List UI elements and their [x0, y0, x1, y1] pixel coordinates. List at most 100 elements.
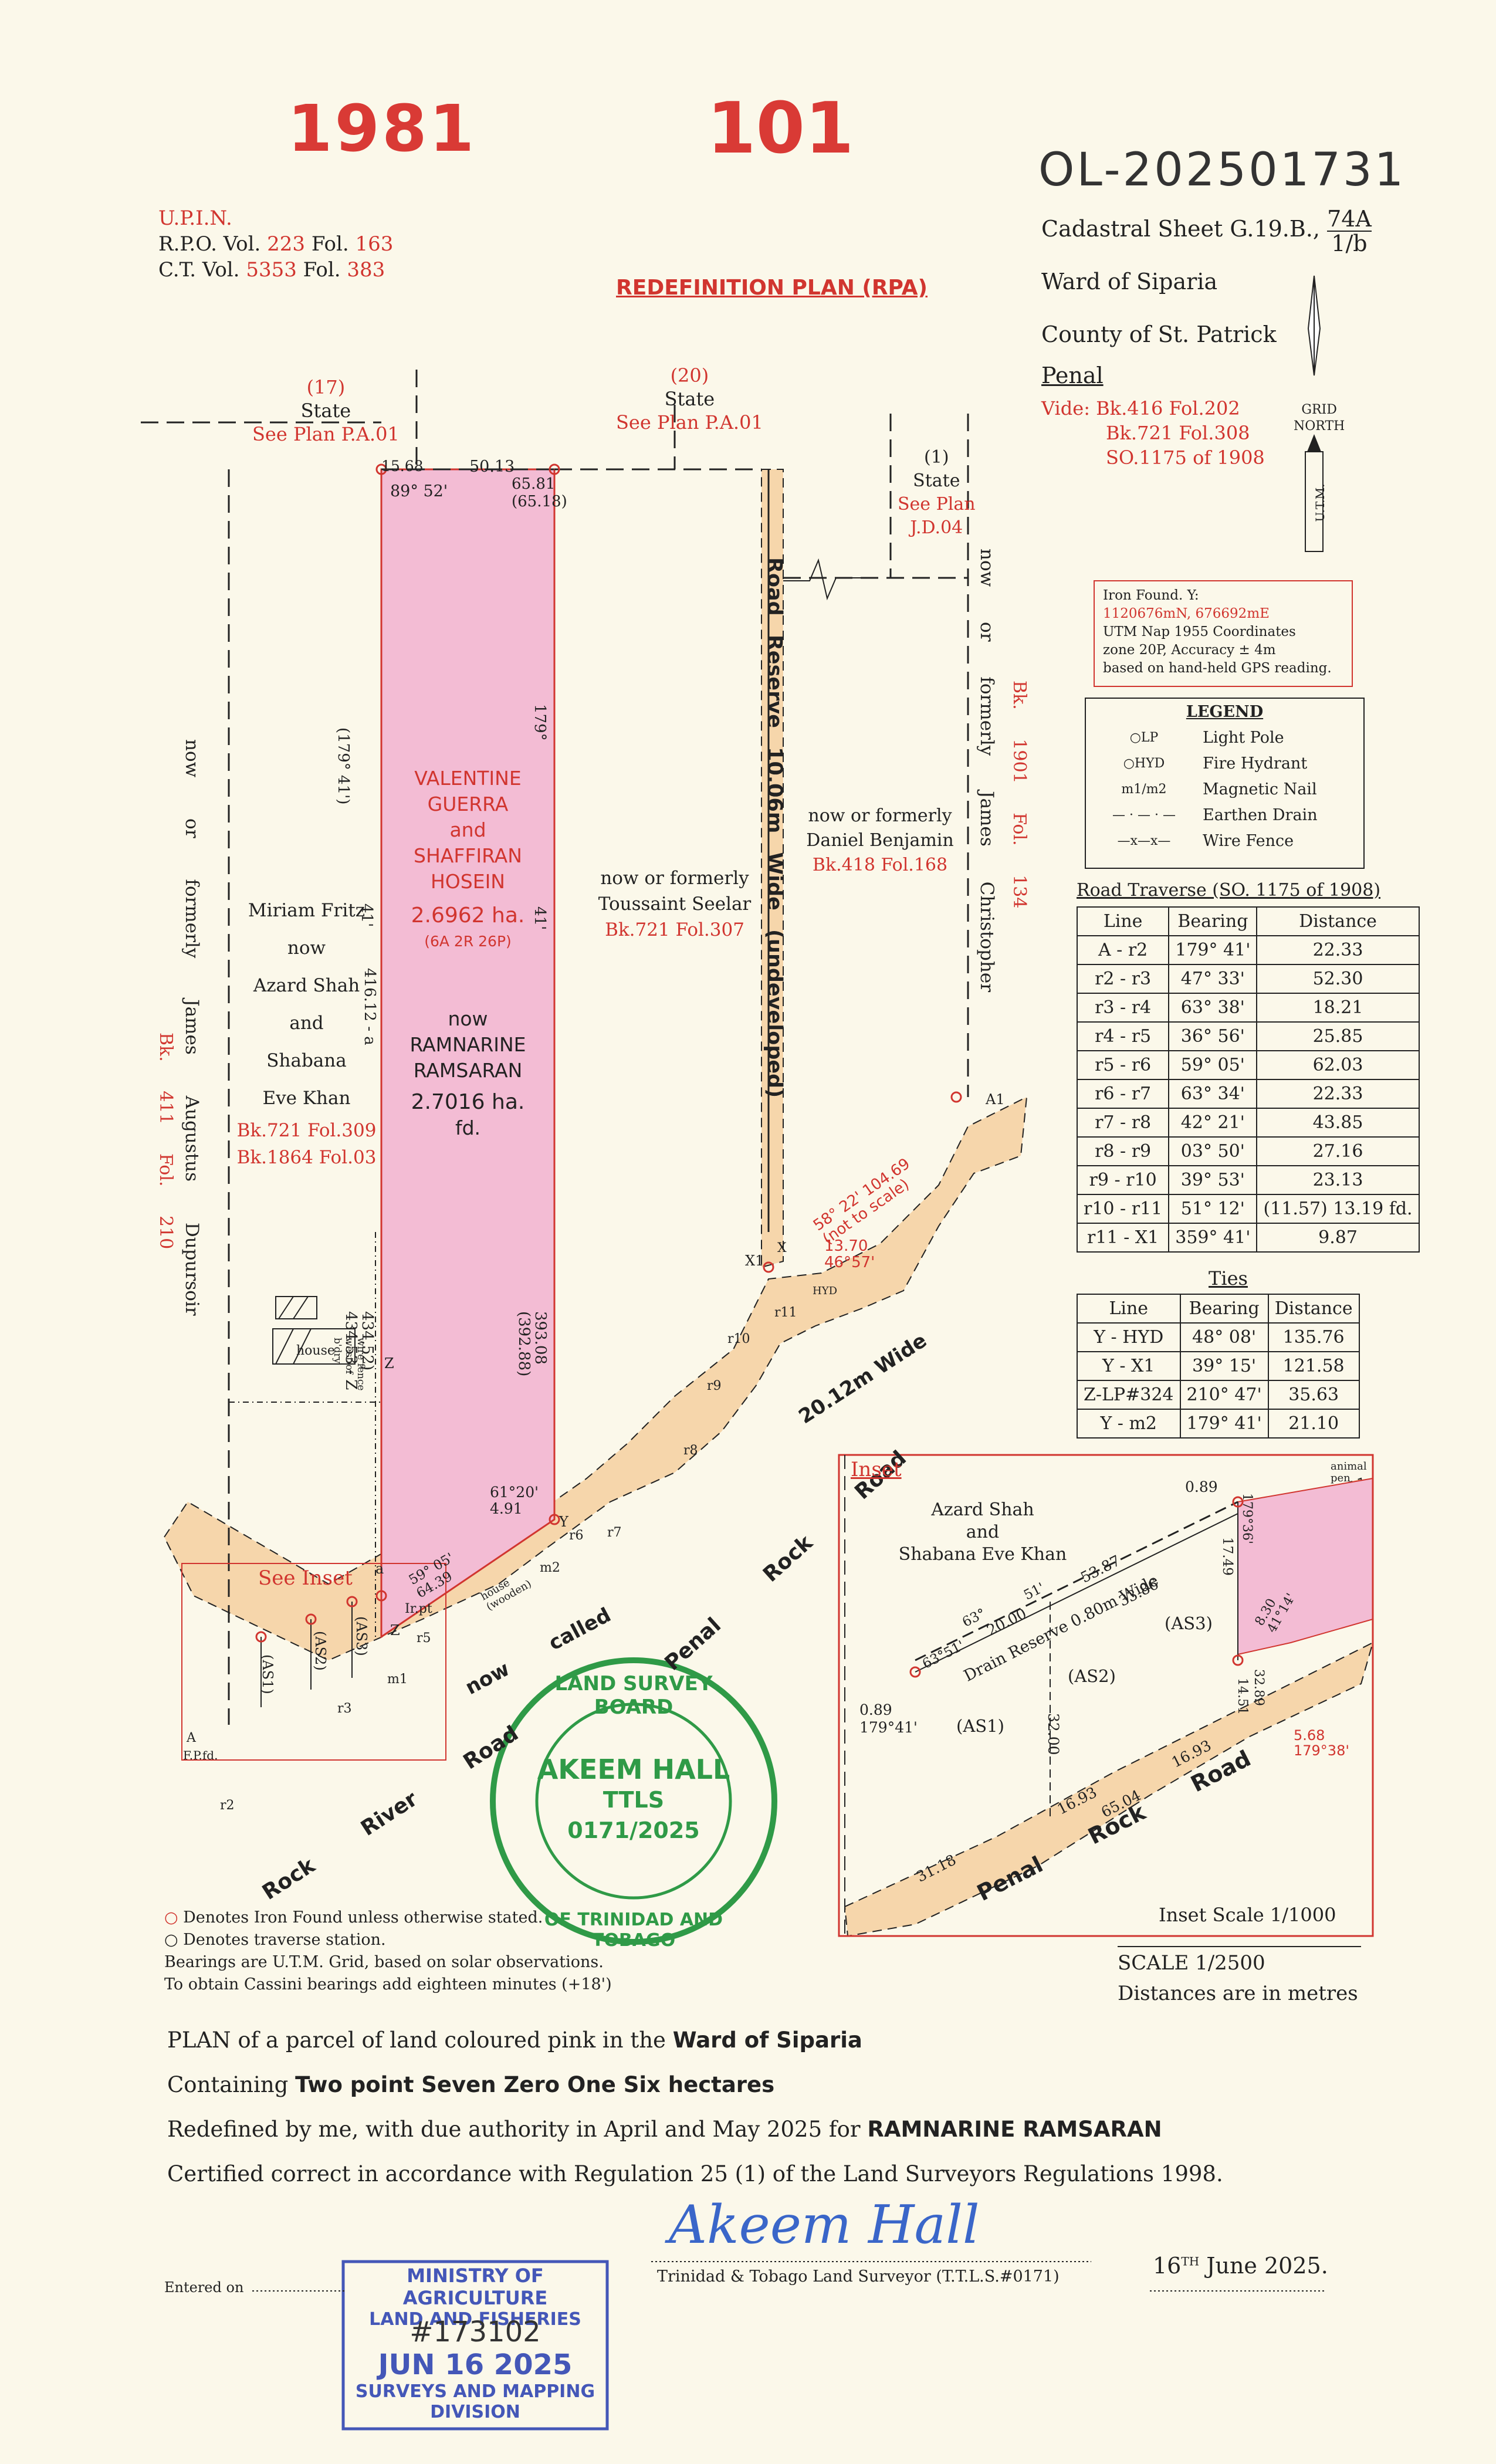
station-z-mid: Z — [384, 1355, 394, 1372]
station-a1: A1 — [986, 1091, 1005, 1108]
ch-e: Christopher — [976, 881, 997, 993]
right1: 393.08 — [532, 1311, 549, 1365]
station-r11: r11 — [774, 1305, 797, 1320]
angle-6120: 61°20'4.91 — [490, 1484, 539, 1517]
lot-1-label: (1) State See Plan J.D.04 — [898, 446, 976, 540]
ties-header: Distance — [1267, 1294, 1360, 1324]
as2-label: (AS2) — [312, 1631, 329, 1671]
traverse-cell: 22.33 — [1256, 1079, 1420, 1109]
traverse-cell: 63° 34' — [1168, 1079, 1258, 1109]
owner-2: GUERRA — [427, 793, 509, 815]
inset-owner: Azard Shah and Shabana Eve Khan — [892, 1499, 1074, 1566]
traverse-cell: 23.13 — [1256, 1165, 1420, 1195]
west-l5: Shabana — [266, 1050, 347, 1071]
station-r7: r7 — [607, 1525, 622, 1540]
sheet-denominator: 1/b — [1331, 230, 1368, 256]
ties-title: Ties — [1209, 1267, 1248, 1289]
inset-frame — [838, 1454, 1374, 1937]
blue-l2: LAND AND FISHERIES — [369, 2309, 581, 2330]
dim-6581-a: 65.81 — [512, 475, 556, 493]
vide-3: SO.1175 of 1908 — [1106, 446, 1265, 469]
inset-owner-2: and — [966, 1522, 1000, 1542]
roads — [163, 469, 1028, 1661]
grid-label: GRID — [1301, 402, 1337, 417]
house-label: house — [296, 1343, 335, 1358]
ch-b: or — [976, 622, 997, 642]
west-bk2: Bk.1864 Fol.03 — [236, 1147, 377, 1168]
station-m1: m1 — [387, 1672, 408, 1687]
parcel-new-owner: now RAMNARINE RAMSARAN 2.7016 ha. fd. — [381, 1006, 554, 1141]
owner-3: and — [449, 818, 486, 841]
see-inset-box — [181, 1563, 446, 1761]
dim-6581-b: (65.18) — [512, 493, 567, 510]
solid-lines — [381, 468, 868, 601]
traverse-cell: 63° 38' — [1168, 993, 1258, 1023]
inset-d1451: 14.51 — [1235, 1678, 1250, 1715]
ties-cell: 179° 41' — [1179, 1409, 1269, 1439]
vide-block: Vide: Bk.416 Fol.202 Bk.721 Fol.308 SO.1… — [1041, 396, 1265, 470]
parcel-area-2: 2.7016 ha. — [411, 1090, 525, 1114]
road-reserve-shape — [761, 469, 784, 1268]
lot-17-label: (17) State See Plan P.A.01 — [252, 375, 400, 446]
traverse-cell: 42° 21' — [1168, 1108, 1258, 1138]
date-rest: June 2025. — [1206, 2253, 1328, 2279]
traverse-cell: 22.33 — [1256, 935, 1420, 965]
legend-symbol: ○LP — [1129, 730, 1159, 745]
traverse-cell: 179° 41' — [1168, 935, 1258, 965]
wv-c: formerly — [181, 879, 202, 959]
fol-label: Fol. — [311, 232, 349, 256]
daniel-l2: Daniel Benjamin — [806, 830, 954, 851]
west-l6: Eve Khan — [262, 1088, 351, 1109]
plan-title: REDEFINITION PLAN (RPA) — [616, 276, 928, 300]
ties-cell: Z-LP#324 — [1077, 1380, 1181, 1410]
dim-1568: 15.68 — [381, 458, 424, 475]
lot-20-label: (20) State See Plan P.A.01 — [616, 364, 763, 434]
inset-d3200: 32.00 — [1045, 1713, 1062, 1755]
traverse-cell: 25.85 — [1256, 1021, 1420, 1051]
station-y: Y — [559, 1514, 568, 1530]
traverse-cell: 359° 41' — [1168, 1223, 1258, 1253]
legend-label: Wire Fence — [1203, 831, 1294, 850]
ties-header: Bearing — [1179, 1294, 1269, 1324]
west-l3: Azard Shah — [253, 975, 360, 996]
cert-l2a: Containing — [167, 2072, 289, 2097]
station-r2: r2 — [220, 1798, 235, 1813]
utm-label: U.T.M. — [1313, 483, 1327, 522]
parcel-owners: VALENTINE GUERRA and SHAFFIRAN HOSEIN 2.… — [381, 766, 554, 955]
date: 16TH June 2025. — [1153, 2253, 1328, 2279]
x-d: 13.70 — [824, 1237, 868, 1255]
traverse-cell: 9.87 — [1256, 1223, 1420, 1253]
inset-parcel-pink — [1237, 1477, 1373, 1656]
ties-cell: 48° 08' — [1179, 1322, 1269, 1352]
inset-owner-3: Shabana Eve Khan — [898, 1544, 1067, 1565]
see-inset-label: See Inset — [258, 1566, 353, 1590]
lot-20-state: State — [664, 388, 715, 410]
stamp-num: 0171/2025 — [567, 1817, 700, 1843]
daniel-bk: Bk.418 Fol.168 — [812, 855, 948, 875]
christopher-owner: now or formerly James Christopher — [976, 549, 997, 992]
stamp-name: AKEEM HALL — [537, 1754, 730, 1785]
legend-symbol: m1/m2 — [1121, 781, 1167, 797]
road-reserve-label: Road Reserve 10.06m Wide (undeveloped) — [763, 557, 786, 1098]
as3-label: (AS3) — [353, 1616, 370, 1656]
ang-a: 61°20' — [490, 1484, 539, 1501]
i-d089b: 0.89 — [859, 1701, 892, 1718]
traverse-cell: r8 - r9 — [1076, 1136, 1170, 1166]
wv-bk: Bk. 411 — [155, 1033, 176, 1125]
legend-symbol: ○HYD — [1123, 756, 1165, 771]
inset-owner-1: Azard Shah — [931, 1500, 1034, 1520]
owner-4: SHAFFIRAN — [414, 844, 522, 867]
dim-5013: 50.13 — [469, 458, 515, 476]
lot-1-num: (1) — [924, 447, 949, 468]
ties-cell: 21.10 — [1267, 1409, 1360, 1439]
traverse-header: Bearing — [1168, 906, 1258, 936]
east-bk: Bk.721 Fol.307 — [605, 919, 744, 940]
